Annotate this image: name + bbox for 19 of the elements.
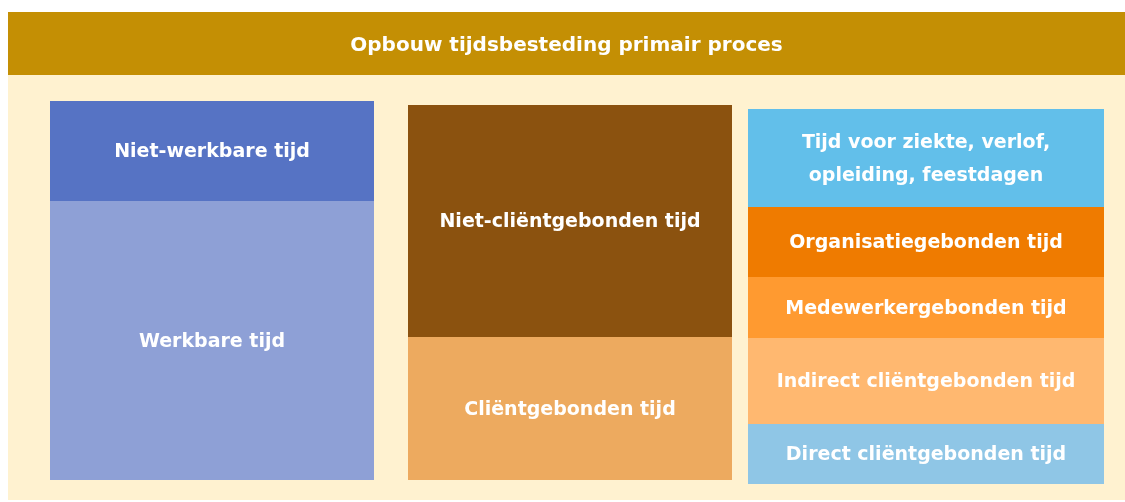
band-label: Niet-cliëntgebonden tijd: [438, 208, 702, 234]
band-label: Cliëntgebonden tijd: [463, 395, 677, 421]
band-label: Tijd voor ziekte, verlof, opleiding, feestdagen: [800, 128, 1052, 187]
time-band: [748, 277, 1104, 338]
band-label: Niet-werkbare tijd: [113, 138, 311, 164]
band-label: Organisatiegebonden tijd: [788, 229, 1064, 255]
time-band: [748, 338, 1104, 424]
title: Opbouw tijdsbesteding primair proces: [350, 31, 783, 56]
band-label: Medewerkergebonden tijd: [784, 294, 1068, 320]
time-band: [748, 424, 1104, 484]
band-label: Indirect cliëntgebonden tijd: [775, 368, 1077, 394]
band-label: Direct cliëntgebonden tijd: [784, 441, 1068, 467]
time-band: [748, 207, 1104, 277]
time-band: [408, 105, 732, 337]
time-band: [408, 337, 732, 480]
time-band: [50, 101, 374, 201]
band-label: Werkbare tijd: [137, 327, 287, 353]
time-band: [748, 109, 1104, 207]
time-band: [50, 201, 374, 480]
